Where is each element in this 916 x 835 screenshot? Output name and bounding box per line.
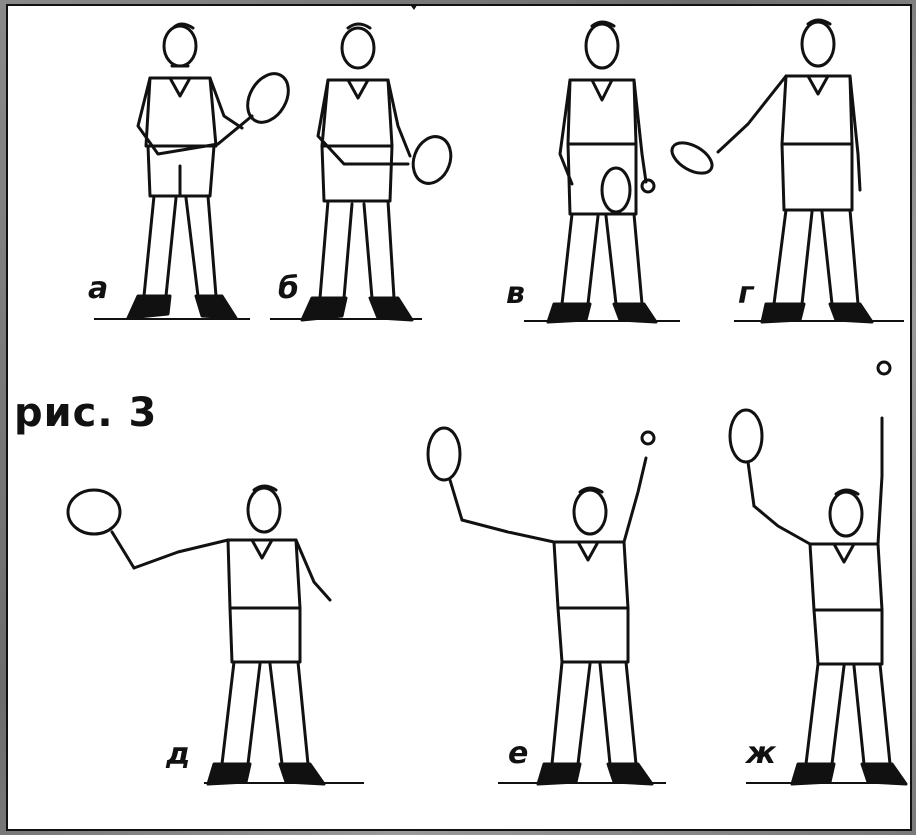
label-g: г bbox=[738, 276, 754, 311]
player-figure-v: в bbox=[548, 14, 678, 326]
label-d: д bbox=[166, 737, 190, 772]
player-figure-g: г bbox=[668, 14, 878, 326]
label-e: е bbox=[508, 736, 528, 771]
figure-caption: рис. 3 bbox=[14, 390, 157, 436]
ground-line bbox=[734, 320, 904, 322]
ground-line bbox=[94, 318, 250, 320]
player-figure-b: б bbox=[298, 16, 468, 326]
player-figure-zh: ж bbox=[718, 356, 912, 792]
ground-line bbox=[746, 782, 906, 784]
label-b: б bbox=[278, 271, 299, 306]
player-figure-e: е bbox=[418, 422, 678, 792]
label-zh: ж bbox=[746, 736, 776, 771]
ground-line bbox=[524, 320, 680, 322]
label-a: а bbox=[88, 271, 108, 306]
player-figure-d: д bbox=[58, 482, 348, 792]
ground-line bbox=[498, 782, 666, 784]
cropped-title-fragment bbox=[388, 4, 458, 12]
figure-panel: рис. 3 а bbox=[6, 4, 912, 831]
ground-line bbox=[270, 318, 422, 320]
ground-line bbox=[204, 782, 364, 784]
label-v: в bbox=[506, 276, 525, 311]
